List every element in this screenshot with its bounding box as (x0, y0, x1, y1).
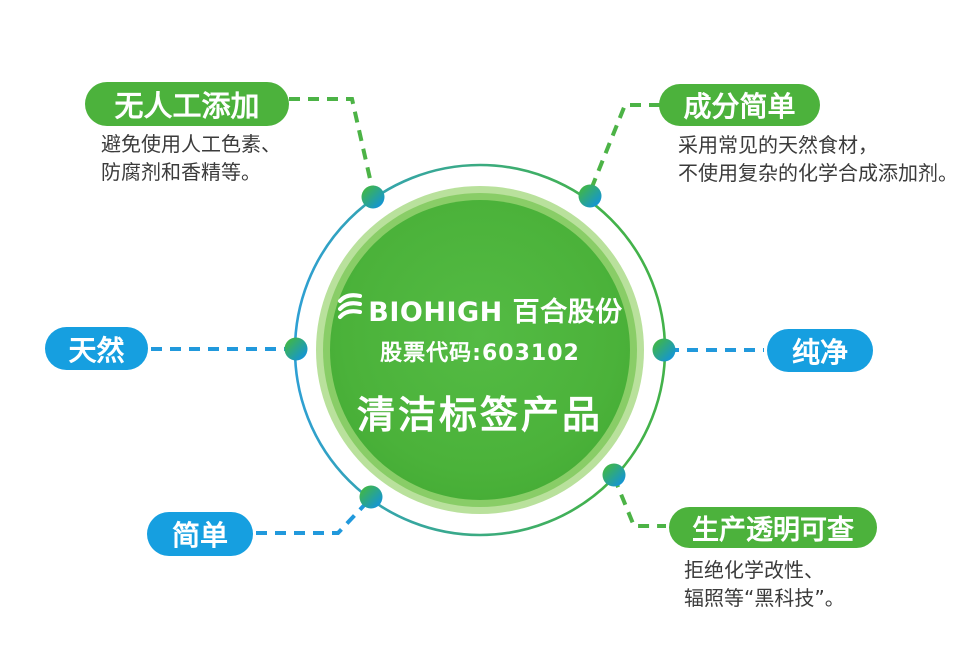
node-dot-pure (652, 338, 676, 362)
page-title: 清洁标签产品 (356, 393, 603, 437)
brand-row: BIOHIGH 百合股份 (310, 290, 650, 329)
brand-name: BIOHIGH 百合股份 (368, 297, 623, 328)
connector-transparent-production (612, 476, 666, 528)
node-dot-no-additives (361, 185, 385, 209)
desc-line: 防腐剂和香精等。 (101, 160, 261, 184)
connector-no-additives (289, 97, 375, 193)
feature-pill-label: 纯净 (791, 335, 848, 369)
biohigh-logo-icon (337, 292, 363, 327)
desc-line: 采用常见的天然食材， (678, 133, 878, 157)
desc-line: 拒绝化学改性、 (684, 558, 824, 582)
desc-line: 辐照等“黑科技”。 (684, 586, 845, 610)
feature-pill-natural: 天然 (45, 327, 148, 370)
feature-desc-no-additives: 避免使用人工色素、 防腐剂和香精等。 (101, 130, 281, 186)
feature-pill-simple-ingredients: 成分简单 (659, 84, 820, 126)
desc-line: 避免使用人工色素、 (101, 132, 281, 156)
feature-pill-transparent-production: 生产透明可查 (669, 507, 877, 548)
node-dot-simple-ingredients (578, 184, 602, 208)
central-disc (330, 200, 630, 500)
feature-pill-no-additives: 无人工添加 (85, 82, 289, 126)
feature-pill-simple: 简单 (147, 512, 253, 556)
connector-simple-ingredients (588, 103, 660, 193)
feature-pill-label: 成分简单 (683, 90, 796, 123)
node-dot-simple (359, 485, 383, 509)
feature-pill-label: 简单 (171, 519, 228, 552)
desc-line: 不使用复杂的化学合成添加剂。 (678, 161, 958, 185)
feature-pill-label: 生产透明可查 (692, 515, 854, 546)
stock-code: 股票代码:603102 (380, 341, 580, 366)
node-dot-natural (284, 337, 308, 361)
feature-pill-pure: 纯净 (767, 329, 873, 372)
central-disc-text: BIOHIGH 百合股份 股票代码:603102 清洁标签产品 (310, 290, 650, 439)
feature-pill-label: 天然 (68, 333, 125, 367)
feature-desc-simple-ingredients: 采用常见的天然食材， 不使用复杂的化学合成添加剂。 (678, 131, 958, 187)
node-dot-transparent-production (602, 463, 626, 487)
feature-desc-transparent-production: 拒绝化学改性、 辐照等“黑科技”。 (684, 556, 845, 612)
feature-pill-label: 无人工添加 (114, 89, 260, 123)
connector-simple (256, 497, 372, 535)
